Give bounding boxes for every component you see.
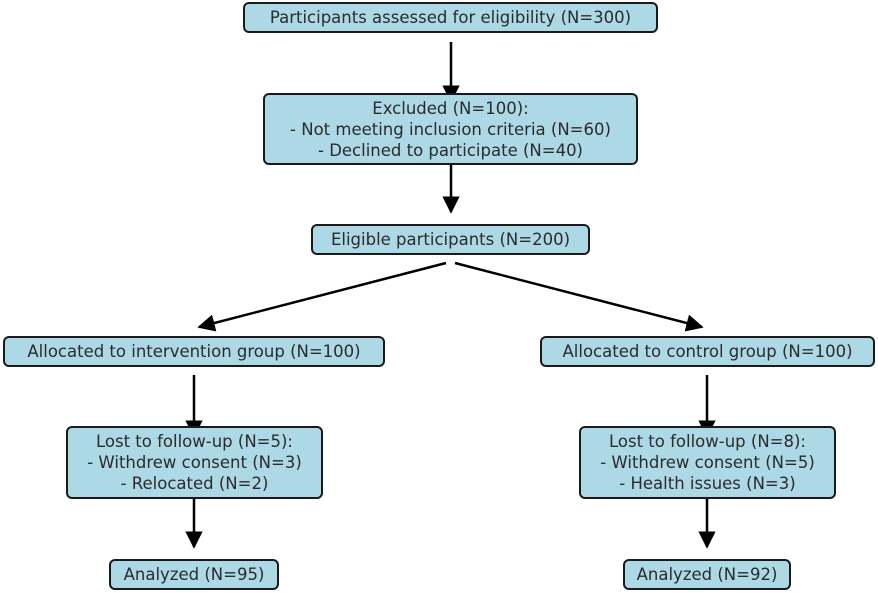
node-analyzed-control: Analyzed (N=92) (623, 559, 791, 590)
node-excluded: Excluded (N=100): - Not meeting inclusio… (263, 93, 638, 165)
node-analyzed-intervention: Analyzed (N=95) (109, 559, 279, 590)
node-text-line: - Health issues (N=3) (619, 474, 796, 493)
node-text-line: - Withdrew consent (N=3) (87, 453, 302, 472)
node-eligible: Eligible participants (N=200) (311, 224, 590, 255)
node-text-line: - Declined to participate (N=40) (318, 140, 583, 160)
node-text-line: Lost to follow-up (N=8): (608, 432, 806, 451)
node-text-line: - Not meeting inclusion criteria (N=60) (290, 119, 611, 139)
node-assessed: Participants assessed for eligibility (N… (243, 2, 658, 33)
arrow-eligible-to-control (454, 261, 704, 332)
node-control: Allocated to control group (N=100) (540, 336, 875, 367)
node-text-line: Allocated to intervention group (N=100) (27, 342, 361, 361)
arrow-eligible-to-intervention (197, 261, 447, 332)
node-lost-intervention: Lost to follow-up (N=5): - Withdrew cons… (66, 426, 323, 499)
node-lost-control: Lost to follow-up (N=8): - Withdrew cons… (579, 426, 836, 499)
node-text-line: Eligible participants (N=200) (330, 230, 571, 249)
node-text-line: Analyzed (N=95) (123, 565, 265, 584)
node-text-line: Participants assessed for eligibility (N… (269, 8, 632, 27)
node-intervention: Allocated to intervention group (N=100) (3, 336, 385, 367)
node-text-line: - Withdrew consent (N=5) (600, 453, 815, 472)
node-text-line: - Relocated (N=2) (120, 474, 269, 493)
node-text-line: Analyzed (N=92) (636, 565, 778, 584)
node-text-line: Allocated to control group (N=100) (562, 342, 853, 361)
node-text-line: Lost to follow-up (N=5): (95, 432, 293, 451)
node-text-line: Excluded (N=100): (372, 98, 529, 118)
